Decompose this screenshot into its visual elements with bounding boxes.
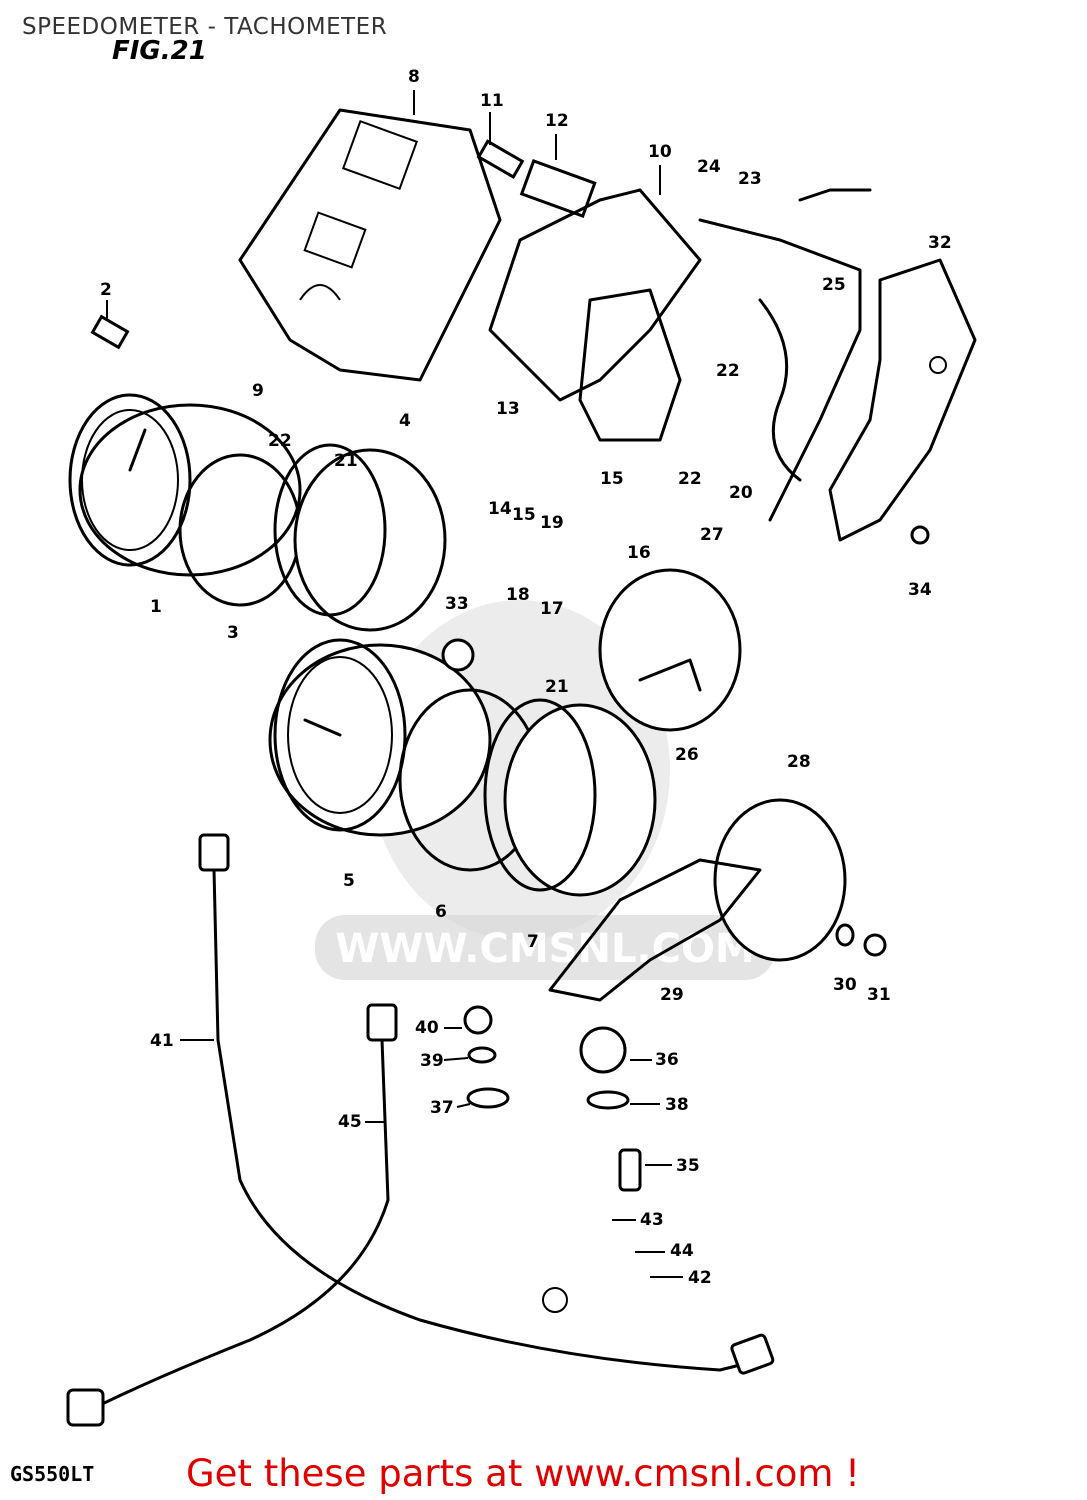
callout-36: 36	[655, 1050, 679, 1070]
callout-23: 23	[738, 169, 762, 189]
callout-20: 20	[729, 483, 753, 503]
watermark-text: WWW.CMSNL.COM	[335, 926, 755, 972]
callout-1: 1	[150, 597, 162, 617]
callout-4: 4	[399, 411, 411, 431]
callout-26: 26	[675, 745, 699, 765]
callout-6: 6	[435, 902, 447, 922]
callout-12: 12	[545, 111, 569, 131]
callout-22c: 22	[678, 469, 702, 489]
mounting-bracket-part	[548, 858, 762, 1002]
parts-diagram: WWW.CMSNL.COM	[66, 67, 977, 1427]
callout-14: 14	[488, 499, 512, 519]
callout-17: 17	[540, 599, 564, 619]
callout-24: 24	[697, 157, 721, 177]
callout-7: 7	[527, 932, 539, 952]
leader-lines	[106, 90, 683, 1278]
callout-21a: 21	[334, 451, 358, 471]
callout-19: 19	[540, 513, 564, 533]
speedometer-part	[68, 393, 302, 577]
tachometer-cable-part	[66, 1003, 398, 1427]
callout-30: 30	[833, 975, 857, 995]
callout-44: 44	[670, 1241, 694, 1261]
callout-11: 11	[480, 91, 504, 111]
callout-28: 28	[787, 752, 811, 772]
callout-35: 35	[676, 1156, 700, 1176]
callout-40: 40	[415, 1018, 439, 1038]
figure-number: FIG.21	[112, 36, 207, 66]
indicator-panel-part	[519, 159, 597, 218]
hardware-parts	[90, 314, 930, 1313]
upper-housing-part	[238, 108, 502, 382]
callout-29: 29	[660, 985, 684, 1005]
callout-34: 34	[908, 580, 932, 600]
callout-38: 38	[665, 1095, 689, 1115]
callout-labels: 8 11 12 10 24 23 32 2 25 9 22 13 4 22 21…	[100, 67, 952, 1288]
callout-16: 16	[627, 543, 651, 563]
callout-15a: 15	[600, 469, 624, 489]
callout-21b: 21	[545, 677, 569, 697]
right-cover-part	[828, 258, 977, 542]
callout-42: 42	[688, 1268, 712, 1288]
callout-27: 27	[700, 525, 724, 545]
lens-part	[476, 139, 525, 179]
callout-37: 37	[430, 1098, 454, 1118]
callout-32: 32	[928, 233, 952, 253]
callout-39: 39	[420, 1051, 444, 1071]
callout-22b: 22	[268, 431, 292, 451]
buy-parts-link[interactable]: Get these parts at www.cmsnl.com !	[186, 1452, 861, 1495]
meter-case-part	[273, 443, 447, 632]
indicator-block-part	[488, 188, 702, 442]
tachometer-part	[268, 638, 492, 837]
callout-33: 33	[445, 594, 469, 614]
tach-case-part	[483, 698, 657, 897]
speedometer-cable-part	[198, 833, 775, 1375]
callout-13: 13	[496, 399, 520, 419]
callout-8: 8	[408, 67, 420, 87]
callout-10: 10	[648, 142, 672, 162]
rear-cover-27-part	[598, 568, 742, 732]
page-title: SPEEDOMETER - TACHOMETER	[22, 14, 388, 40]
wiring-harness-part	[698, 188, 872, 522]
callout-3: 3	[227, 623, 239, 643]
callout-43: 43	[640, 1210, 664, 1230]
callout-2: 2	[100, 280, 112, 300]
rear-cover-28-part	[713, 798, 847, 962]
callout-31: 31	[867, 985, 891, 1005]
callout-9: 9	[252, 381, 264, 401]
callout-25: 25	[822, 275, 846, 295]
model-code: GS550LT	[10, 1462, 95, 1486]
callout-41: 41	[150, 1031, 174, 1051]
callout-5: 5	[343, 871, 355, 891]
callout-22a: 22	[716, 361, 740, 381]
callout-18: 18	[506, 585, 530, 605]
callout-45: 45	[338, 1112, 362, 1132]
callout-15b: 15	[512, 505, 536, 525]
